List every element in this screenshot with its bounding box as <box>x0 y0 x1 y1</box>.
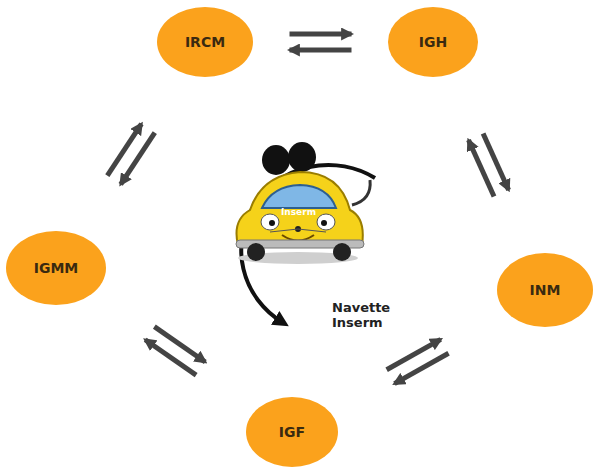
car-illustration <box>236 142 370 264</box>
institute-ellipse: IGMM <box>6 231 106 305</box>
shuttle-arrow <box>387 339 441 369</box>
shuttle-arrow <box>290 48 352 53</box>
institute-name: INM <box>530 282 561 298</box>
shuttle-arrow <box>154 327 205 362</box>
institute-name: IRCM <box>185 34 225 50</box>
institute-ellipse: IGH <box>388 7 478 77</box>
institute-name: IGF <box>279 424 305 440</box>
shuttle-arrow <box>469 140 495 197</box>
shuttle-arrow <box>145 340 196 375</box>
institute-name: IGMM <box>34 260 79 276</box>
institute-name: IGH <box>419 34 447 50</box>
institute-ellipse: IGF <box>246 397 338 467</box>
shuttle-arrow <box>290 32 352 37</box>
car-windshield-text: Inserm <box>281 207 321 217</box>
shuttle-caption: Navette Inserm <box>332 300 402 330</box>
shuttle-arrow <box>121 133 155 185</box>
shuttle-arrow <box>107 124 141 176</box>
institute-ellipse: INM <box>497 253 593 327</box>
shuttle-arrow <box>394 353 448 383</box>
institute-ellipse: IRCM <box>157 7 253 77</box>
